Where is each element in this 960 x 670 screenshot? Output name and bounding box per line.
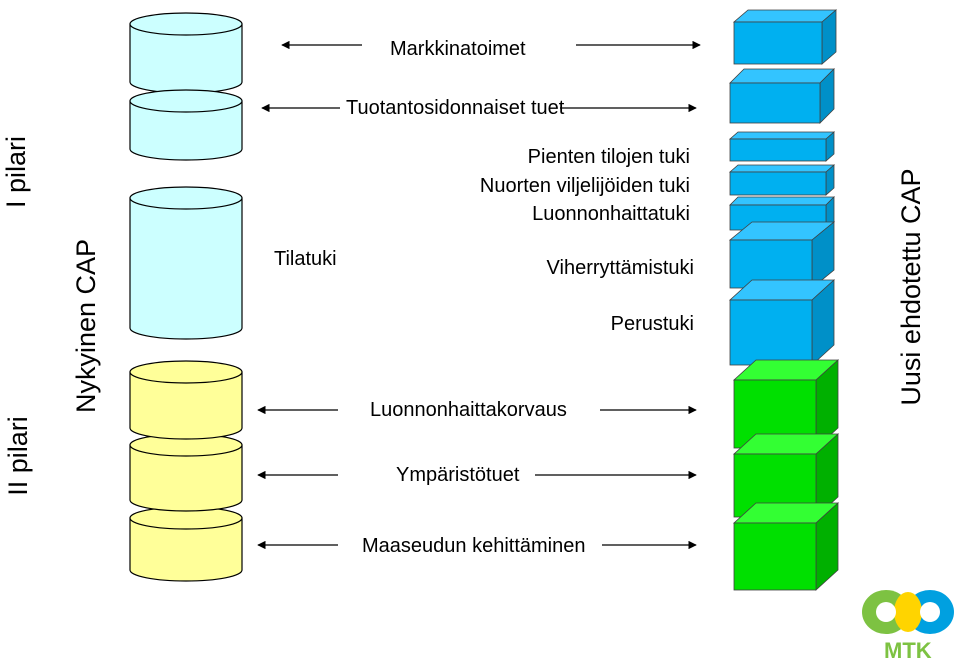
box-maaseudun-kehittaminen [732,502,840,591]
cylinder-ymparistotuet [129,433,243,512]
box-pienten-tilojen [728,131,836,162]
label-luonnonhaittakorvaus: Luonnonhaittakorvaus [370,399,567,421]
label-luonnonhaittatuki: Luonnonhaittatuki [532,203,690,225]
label-pienten-tilojen: Pienten tilojen tuki [527,146,690,168]
mtk-logo-text: MTK [884,638,932,663]
mtk-logo-icon [862,590,954,634]
label-ymparistotuet: Ympäristötuet [396,464,520,486]
box-tuotantosidonnaiset [729,68,835,124]
label-tuotantosidonnaiset: Tuotantosidonnaiset tuet [346,97,565,119]
cylinder-maaseudun-kehittaminen [129,506,243,582]
pillar2-label: II pilari [3,416,33,496]
cylinder-luonnonhaittakorvaus [129,360,243,440]
new-cap-boxes [728,9,840,591]
new-cap-label: Uusi ehdotettu CAP [896,168,926,406]
cylinder-tuotantosidonnaiset [129,89,243,161]
box-perustuki [728,279,836,366]
box-nuorten [728,164,836,196]
cylinder-tilatuki [129,186,243,340]
box-viherryttamistuki [728,221,836,289]
label-tilatuki: Tilatuki [274,248,337,270]
label-nuorten: Nuorten viljelijöiden tuki [479,175,690,197]
label-viherryttamistuki: Viherryttämistuki [546,257,694,279]
pillar1-label: I pilari [1,135,31,209]
cylinder-markkinatoimet [129,12,243,94]
box-markkinatoimet [732,9,838,65]
current-cap-label: Nykyinen CAP [71,238,101,414]
current-cap-cylinders [129,12,243,582]
arrows [257,40,701,550]
label-markkinatoimet: Markkinatoimet [390,38,526,60]
label-maaseudun-kehittaminen: Maaseudun kehittäminen [362,535,586,557]
label-perustuki: Perustuki [610,313,694,335]
